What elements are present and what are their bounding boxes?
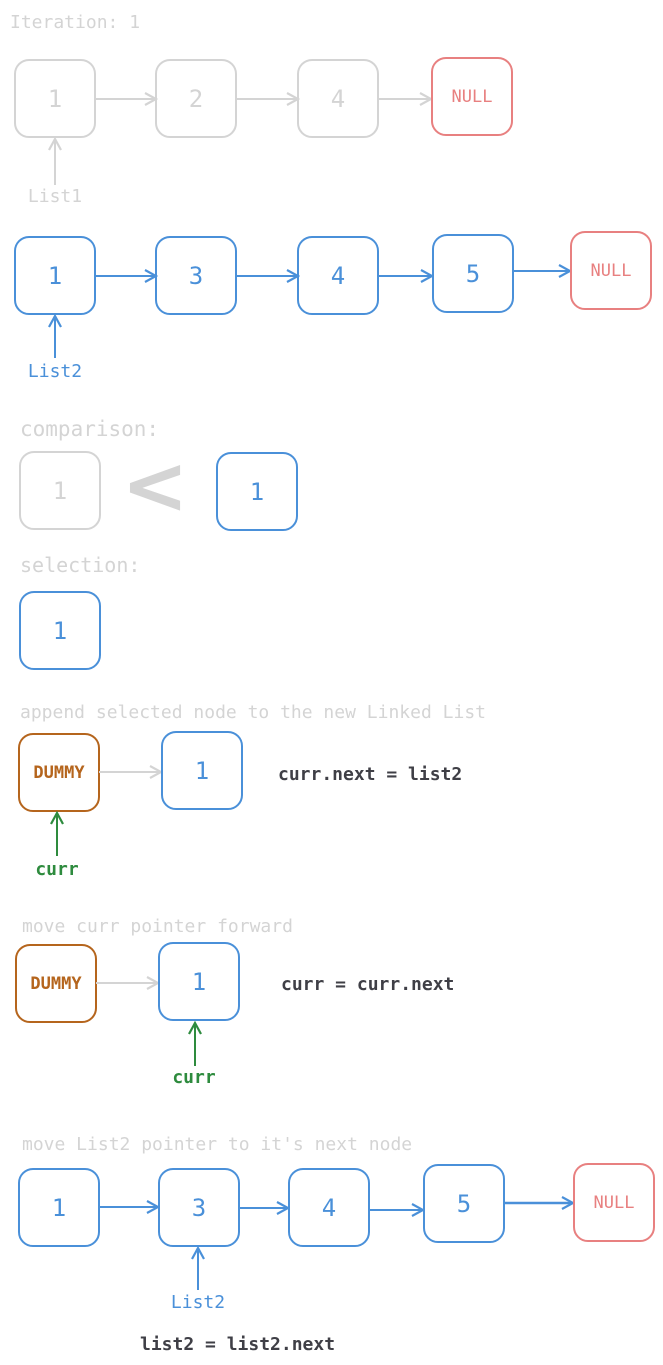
move-curr-pointer-label: curr [172, 1067, 216, 1088]
comparison-left-node [19, 451, 101, 530]
list2-node-4-value: 5 [466, 260, 480, 288]
list2-null-label: NULL [591, 261, 632, 281]
append-curr-label: curr [35, 859, 79, 880]
selection-section: selection: 1 [19, 553, 140, 670]
move-list2-pointer-label: List2 [171, 1292, 225, 1313]
list2-pointer-label: List2 [28, 361, 82, 382]
selection-value: 1 [53, 617, 67, 645]
list1-row: 1 2 4 NULL List1 [14, 57, 513, 207]
list2-node-2-value: 3 [189, 262, 203, 290]
list1-node-1-value: 1 [48, 85, 62, 113]
move-list2-node-4-value: 5 [457, 1190, 471, 1218]
list1-node-3-value: 4 [331, 85, 345, 113]
move-curr-node [158, 942, 240, 1021]
append-node [161, 731, 243, 810]
move-curr-dummy-label: DUMMY [30, 974, 82, 994]
move-list2-null-label: NULL [594, 1193, 635, 1213]
list1-null-label: NULL [452, 87, 493, 107]
comparison-section: comparison: 1 < 1 [19, 417, 298, 532]
list2-node-1-value: 1 [48, 262, 62, 290]
move-list2-node-2-value: 3 [192, 1194, 206, 1222]
move-curr-section: move curr pointer forward DUMMY 1 curr =… [15, 916, 454, 1088]
iteration-label: Iteration: 1 [10, 12, 140, 33]
comparison-label: comparison: [20, 417, 159, 441]
move-list2-code: list2 = list2.next [140, 1334, 335, 1355]
list2-row: 1 3 4 5 NULL List2 [14, 231, 652, 382]
move-curr-node-value: 1 [192, 968, 206, 996]
append-code: curr.next = list2 [278, 764, 462, 785]
comparison-operator: < [121, 439, 188, 532]
selection-label: selection: [20, 553, 140, 577]
comparison-left-value: 1 [53, 477, 67, 505]
move-list2-label: move List2 pointer to it's next node [22, 1134, 412, 1155]
list1-null-node [431, 57, 513, 136]
append-dummy-label: DUMMY [33, 763, 85, 783]
append-section: append selected node to the new Linked L… [18, 702, 486, 880]
move-curr-label: move curr pointer forward [22, 916, 293, 937]
list2-node-3-value: 4 [331, 262, 345, 290]
list2-node-4 [432, 234, 514, 313]
move-list2-null-node [573, 1163, 655, 1242]
comparison-right-value: 1 [250, 478, 264, 506]
move-list2-node-3 [288, 1168, 370, 1247]
move-list2-section: move List2 pointer to it's next node 1 3… [18, 1134, 655, 1355]
list1-node-2-value: 2 [189, 85, 203, 113]
append-label: append selected node to the new Linked L… [20, 702, 486, 723]
list2-null-node [570, 231, 652, 310]
append-node-value: 1 [195, 757, 209, 785]
list1-pointer-label: List1 [28, 186, 82, 207]
move-list2-node-3-value: 4 [322, 1194, 336, 1222]
move-list2-node-1-value: 1 [52, 1194, 66, 1222]
selection-node [19, 591, 101, 670]
move-curr-code: curr = curr.next [281, 974, 454, 995]
comparison-right-node [216, 452, 298, 531]
